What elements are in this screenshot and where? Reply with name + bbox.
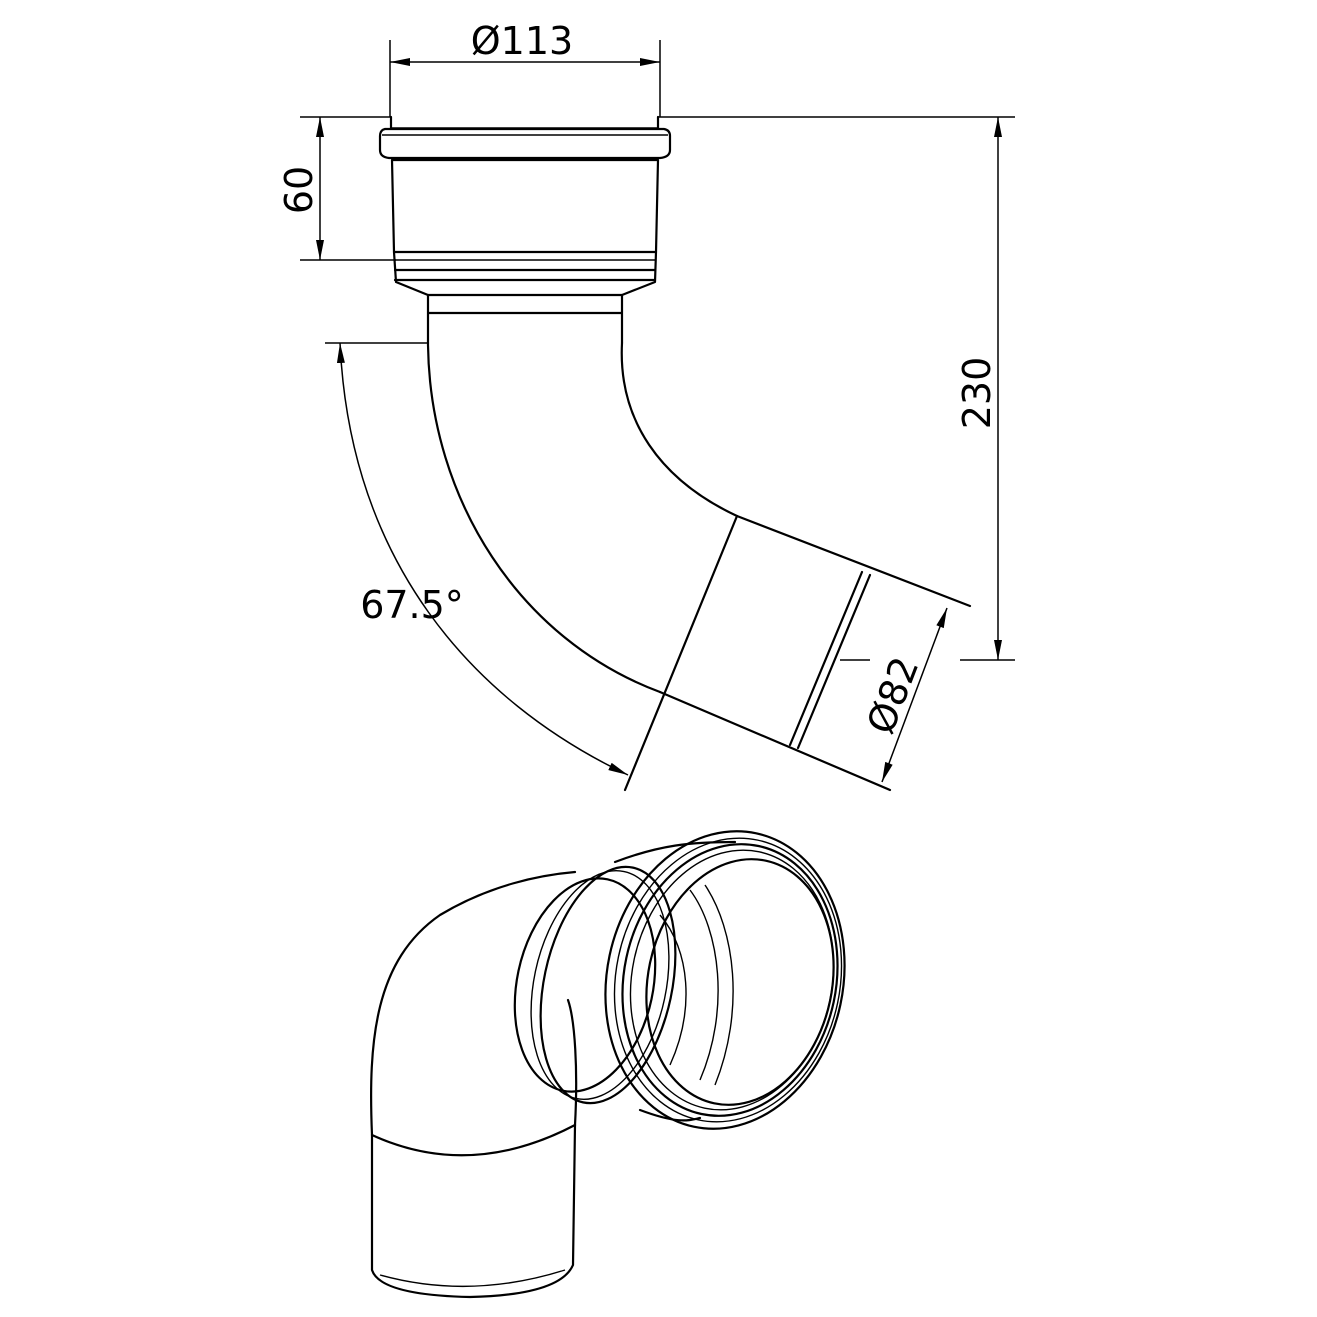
overall-height-label: 230	[955, 357, 999, 430]
socket-depth-label: 60	[277, 166, 321, 214]
socket-diameter-label: Ø113	[471, 19, 573, 63]
dim-spigot-diameter: Ø82	[840, 607, 948, 783]
isometric-view	[370, 830, 846, 1299]
dim-socket-depth: 60	[277, 116, 396, 261]
spigot-diameter-label: Ø82	[858, 651, 927, 740]
socket	[378, 115, 672, 345]
side-view: Ø113 60 230 67.5° Ø82	[277, 19, 1015, 792]
dim-bend-angle: 67.5°	[325, 342, 629, 776]
dim-socket-diameter: Ø113	[389, 19, 661, 117]
bend-angle-label: 67.5°	[360, 583, 464, 627]
dim-overall-height: 230	[658, 116, 1015, 661]
